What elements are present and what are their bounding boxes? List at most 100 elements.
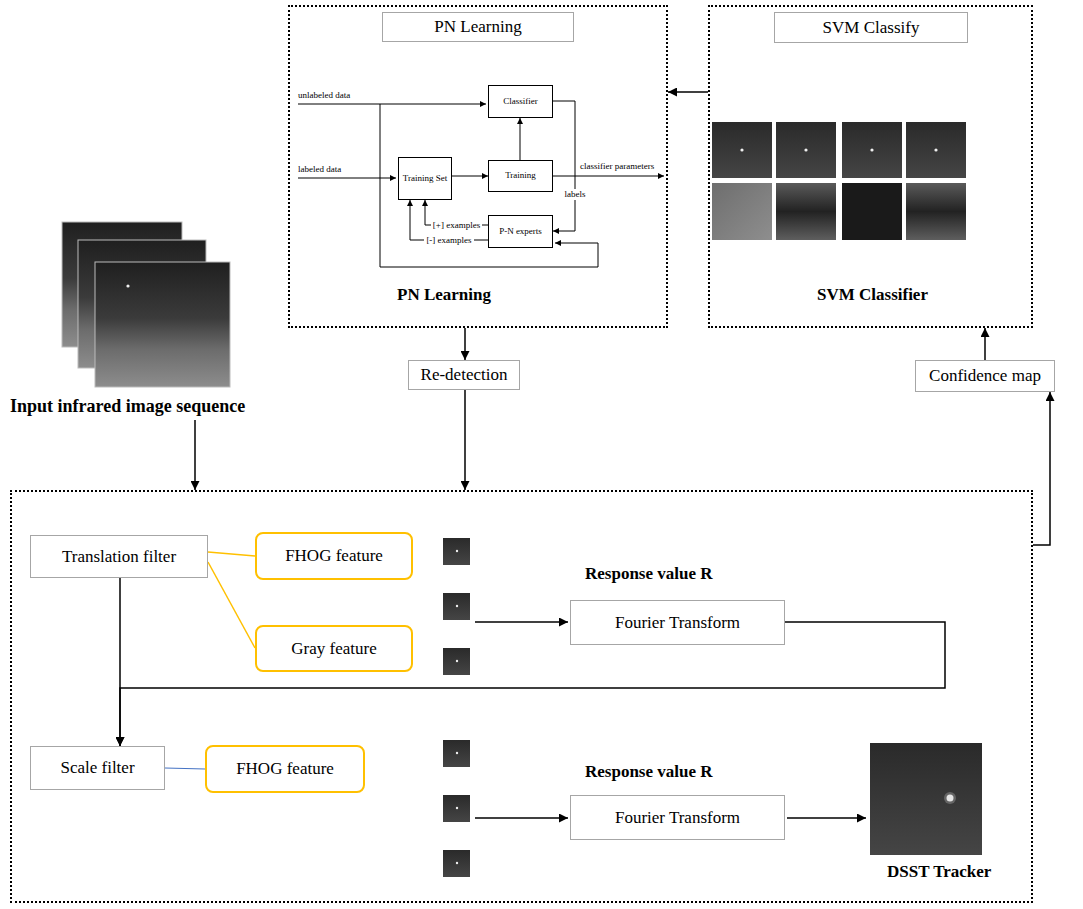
input-arrow	[298, 104, 486, 105]
filter-box: Scale filter	[30, 746, 165, 790]
edge-label: labels	[563, 189, 588, 199]
target-dot	[456, 807, 458, 809]
edge-label-anchor: [+] examples	[431, 220, 482, 230]
process-box: Fourier Transform	[570, 795, 785, 840]
patch	[443, 740, 470, 767]
process-box: Training Set	[398, 157, 452, 200]
target-dot	[456, 862, 458, 864]
box-label: Training	[505, 171, 536, 181]
response-label: Response value R	[585, 564, 713, 584]
patch	[443, 648, 470, 675]
target-dot	[947, 795, 954, 802]
input-label: labeled data	[298, 164, 341, 174]
connector	[208, 562, 255, 648]
target-dot	[804, 148, 807, 151]
flow-arrows	[475, 622, 866, 818]
target-dot	[126, 284, 129, 287]
positive-sample	[842, 122, 902, 178]
edge-label-anchor: labels	[563, 189, 588, 199]
box-label: Fourier Transform	[615, 808, 740, 828]
negative-sample	[842, 183, 902, 240]
target-dot	[456, 550, 458, 552]
box-label: Scale filter	[60, 758, 134, 778]
negative-sample	[712, 183, 772, 240]
positive-sample	[906, 122, 966, 178]
label-anchor: unlabeled data	[298, 90, 350, 100]
sequence-caption: Input infrared image sequence	[10, 396, 245, 417]
header-box: PN Learning	[382, 12, 574, 42]
svm-samples	[712, 122, 966, 240]
feature-box: FHOG feature	[255, 532, 413, 580]
target-dot	[456, 660, 458, 662]
module-panel: SVM Classifier SVM Classify	[708, 5, 1033, 328]
connector	[120, 622, 945, 746]
positive-sample	[712, 122, 772, 178]
input-label: unlabeled data	[298, 90, 350, 100]
flow-arrow	[475, 621, 568, 623]
tracker-result	[870, 743, 982, 855]
edge-label-anchor: [-] examples	[424, 235, 473, 245]
box-label: Gray feature	[291, 639, 376, 659]
box-label: P-N experts	[499, 227, 542, 237]
label-anchor: labeled data	[298, 164, 341, 174]
connector	[194, 420, 196, 490]
edge-label: [-] examples	[424, 235, 473, 245]
target-dot	[934, 148, 937, 151]
label-anchor: classifier parameters	[580, 161, 654, 171]
flow-arrow	[475, 817, 568, 819]
box-label: Fourier Transform	[615, 613, 740, 633]
box-label: SVM Classify	[823, 18, 920, 38]
result-image	[870, 743, 982, 855]
target-dot	[456, 605, 458, 607]
feature-box: FHOG feature	[205, 745, 365, 793]
target-dot	[870, 148, 873, 151]
input-arrow	[298, 178, 396, 179]
panel-title: DSST Tracker	[887, 862, 991, 882]
target-dot	[740, 148, 743, 151]
box-label: FHOG feature	[285, 546, 383, 566]
response-label: Response value R	[585, 762, 713, 782]
panel-title: SVM Classifier	[817, 285, 928, 305]
label-anchor: Response value R	[585, 564, 713, 584]
negative-sample	[776, 183, 836, 240]
header-box: SVM Classify	[774, 12, 968, 43]
output-label: classifier parameters	[580, 161, 654, 171]
filter-box: Translation filter	[30, 535, 208, 578]
label-anchor: Response value R	[585, 762, 713, 782]
loop-arrow	[380, 104, 598, 267]
feature-box: Gray feature	[255, 625, 413, 672]
box-label: FHOG feature	[236, 759, 334, 779]
patch	[443, 538, 470, 565]
image-stack	[62, 222, 230, 387]
target-glow	[944, 792, 956, 804]
patch	[443, 593, 470, 620]
box-label: Classifier	[503, 97, 538, 107]
process-box: Classifier	[488, 85, 553, 118]
output-arrow	[553, 176, 664, 177]
connector	[208, 552, 255, 556]
process-box: Confidence map	[915, 360, 1055, 392]
connector	[984, 328, 986, 360]
process-box: Re-detection	[408, 360, 520, 390]
connector	[668, 91, 708, 93]
connector	[452, 176, 488, 177]
box-label: Translation filter	[62, 547, 176, 567]
edge-label: [+] examples	[431, 220, 482, 230]
dsst-patches	[443, 538, 470, 877]
patch	[443, 795, 470, 822]
box-label: Re-detection	[421, 365, 508, 385]
box-label: Training Set	[403, 174, 447, 184]
pn-illustration-lines	[298, 104, 664, 267]
module-panel: DSST TrackerTranslation filterFHOG featu…	[10, 490, 1033, 903]
target-dot	[456, 752, 458, 754]
flow-arrow	[787, 817, 866, 819]
box-label: PN Learning	[434, 17, 521, 37]
image-sequence: Input infrared image sequence	[10, 220, 335, 420]
image-frame	[95, 262, 230, 387]
box-label: Confidence map	[929, 366, 1041, 386]
connector	[520, 118, 521, 160]
positive-sample	[776, 122, 836, 178]
patch	[443, 850, 470, 877]
connector	[464, 328, 466, 360]
